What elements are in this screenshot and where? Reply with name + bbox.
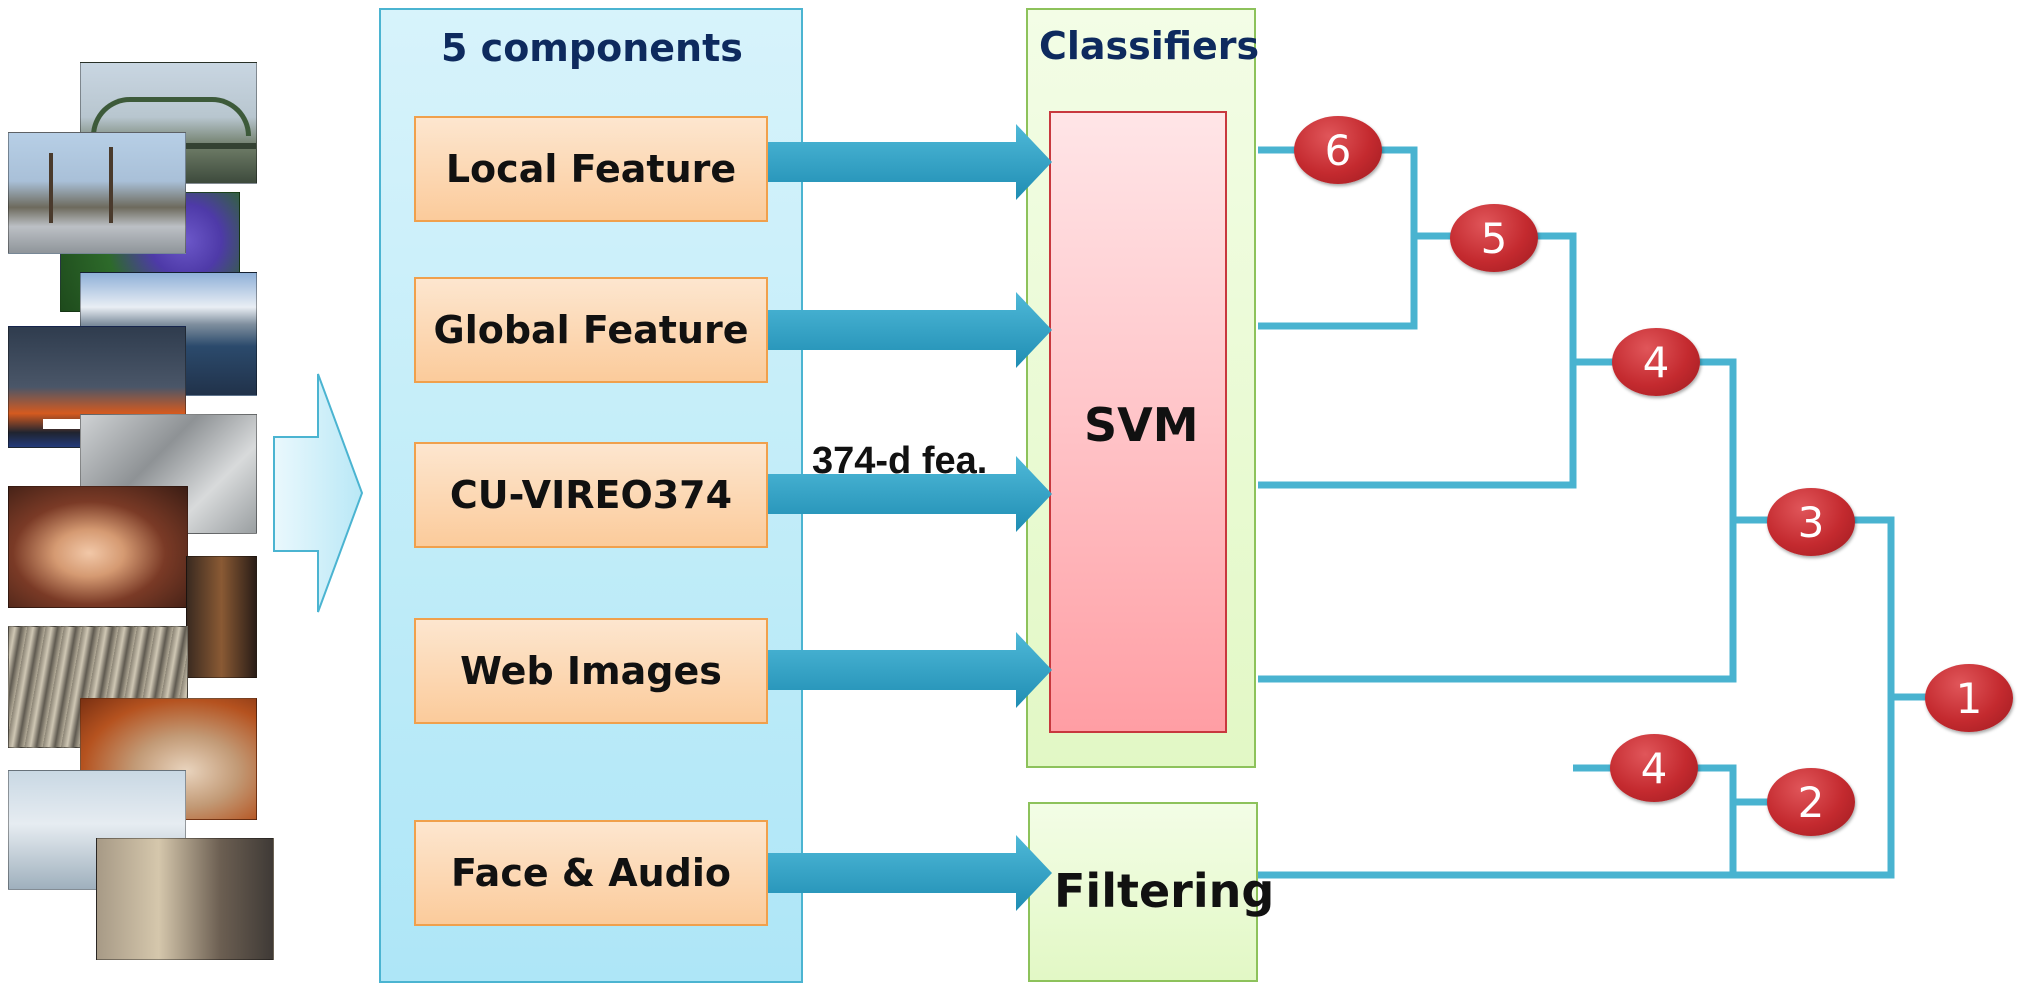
component-global-feature: Global Feature (414, 277, 768, 383)
fusion-node-label: 2 (1797, 777, 1825, 827)
components-panel-title: 5 components (441, 26, 743, 70)
component-label: Global Feature (433, 308, 749, 352)
thumbnail-girl-headphones (8, 486, 188, 608)
process-arrow-shape (273, 373, 364, 613)
component-label: CU-VIREO374 (449, 473, 733, 517)
arrow-cu-vireo374 (768, 456, 1052, 532)
component-cu-vireo374: CU-VIREO374 (414, 442, 768, 548)
fusion-node-label: 4 (1642, 337, 1670, 387)
component-label: Web Images (460, 649, 722, 693)
thumbnail-guitar-player (186, 556, 257, 678)
fusion-node-3: 3 (1767, 488, 1855, 556)
fusion-node-label: 1 (1955, 673, 1983, 723)
arrow-face-audio (768, 835, 1052, 911)
thumbnail-street-trees (8, 132, 186, 254)
fusion-node-6: 6 (1294, 116, 1382, 184)
fusion-node-4-lower: 4 (1610, 734, 1698, 802)
thumbnail-two-men-talking (96, 838, 274, 960)
svm-classifier-box (1049, 111, 1227, 733)
fusion-node-5: 5 (1450, 204, 1538, 272)
component-label: Local Feature (445, 147, 737, 191)
classifiers-panel-title: Classifiers (1039, 24, 1260, 68)
feature-dimension-annotation: 374-d fea. (812, 440, 988, 482)
fusion-node-label: 4 (1640, 743, 1668, 793)
component-face-audio: Face & Audio (414, 820, 768, 926)
arrow-global-feature (768, 292, 1052, 368)
component-web-images: Web Images (414, 618, 768, 724)
fusion-node-label: 6 (1324, 125, 1352, 175)
fusion-node-label: 3 (1797, 497, 1825, 547)
svm-label: SVM (1084, 398, 1199, 452)
arrow-local-feature (768, 124, 1052, 200)
fusion-node-2: 2 (1767, 768, 1855, 836)
fusion-node-4-upper: 4 (1612, 328, 1700, 396)
component-local-feature: Local Feature (414, 116, 768, 222)
fusion-node-1: 1 (1925, 664, 2013, 732)
feature-arrows (768, 124, 1052, 911)
component-label: Face & Audio (450, 851, 732, 895)
arrow-web-images (768, 632, 1052, 708)
fusion-node-label: 5 (1480, 213, 1508, 263)
filtering-label: Filtering (1054, 864, 1275, 918)
